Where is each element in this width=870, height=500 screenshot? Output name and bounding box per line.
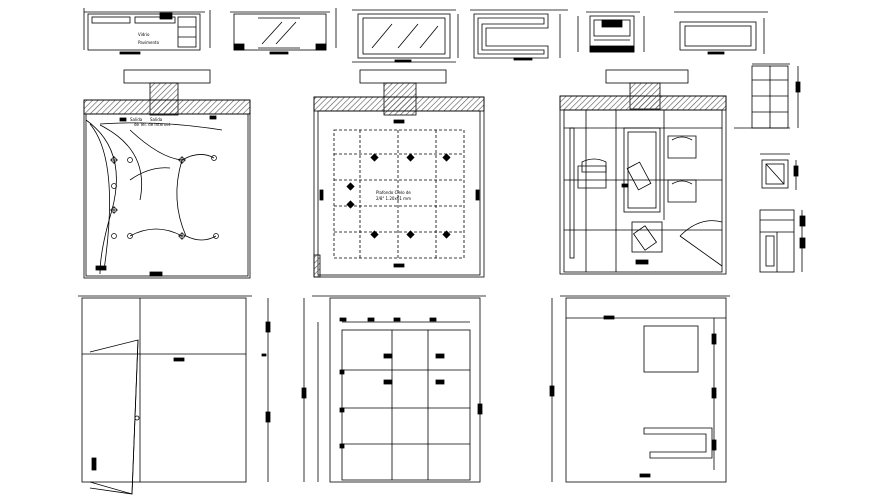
desk-note-floor: Pavimento [138, 40, 160, 45]
electrical-note-outlet-2: Salida [150, 117, 163, 122]
box-section-detail [760, 153, 799, 190]
desk-front-elevation [83, 8, 211, 55]
electrical-note-internet: de Tel. de Internet [134, 122, 171, 127]
shelving-elevation [734, 63, 801, 129]
door-elevation [78, 295, 271, 495]
wall-elevation [549, 295, 730, 483]
desk-glass-elevation [230, 8, 337, 55]
glass-top-plan [352, 9, 459, 63]
window-grid-elevation [301, 295, 486, 483]
ceiling-note-2: 2/8" 1.20x61 mm [376, 196, 411, 201]
tabletop-plan [674, 11, 768, 55]
furniture-plan [559, 69, 727, 275]
ceiling-plan [313, 69, 485, 278]
wardrobe-elevation [759, 209, 806, 273]
electrical-plan [83, 69, 251, 279]
ceiling-note-1: Plafondo Cielo de [376, 190, 411, 195]
desk-note-glass: Vidrio [138, 32, 150, 37]
desk-l-plan [470, 9, 568, 61]
cabinet-elevation [577, 11, 645, 53]
electrical-note-outlet: Salida [130, 117, 143, 122]
